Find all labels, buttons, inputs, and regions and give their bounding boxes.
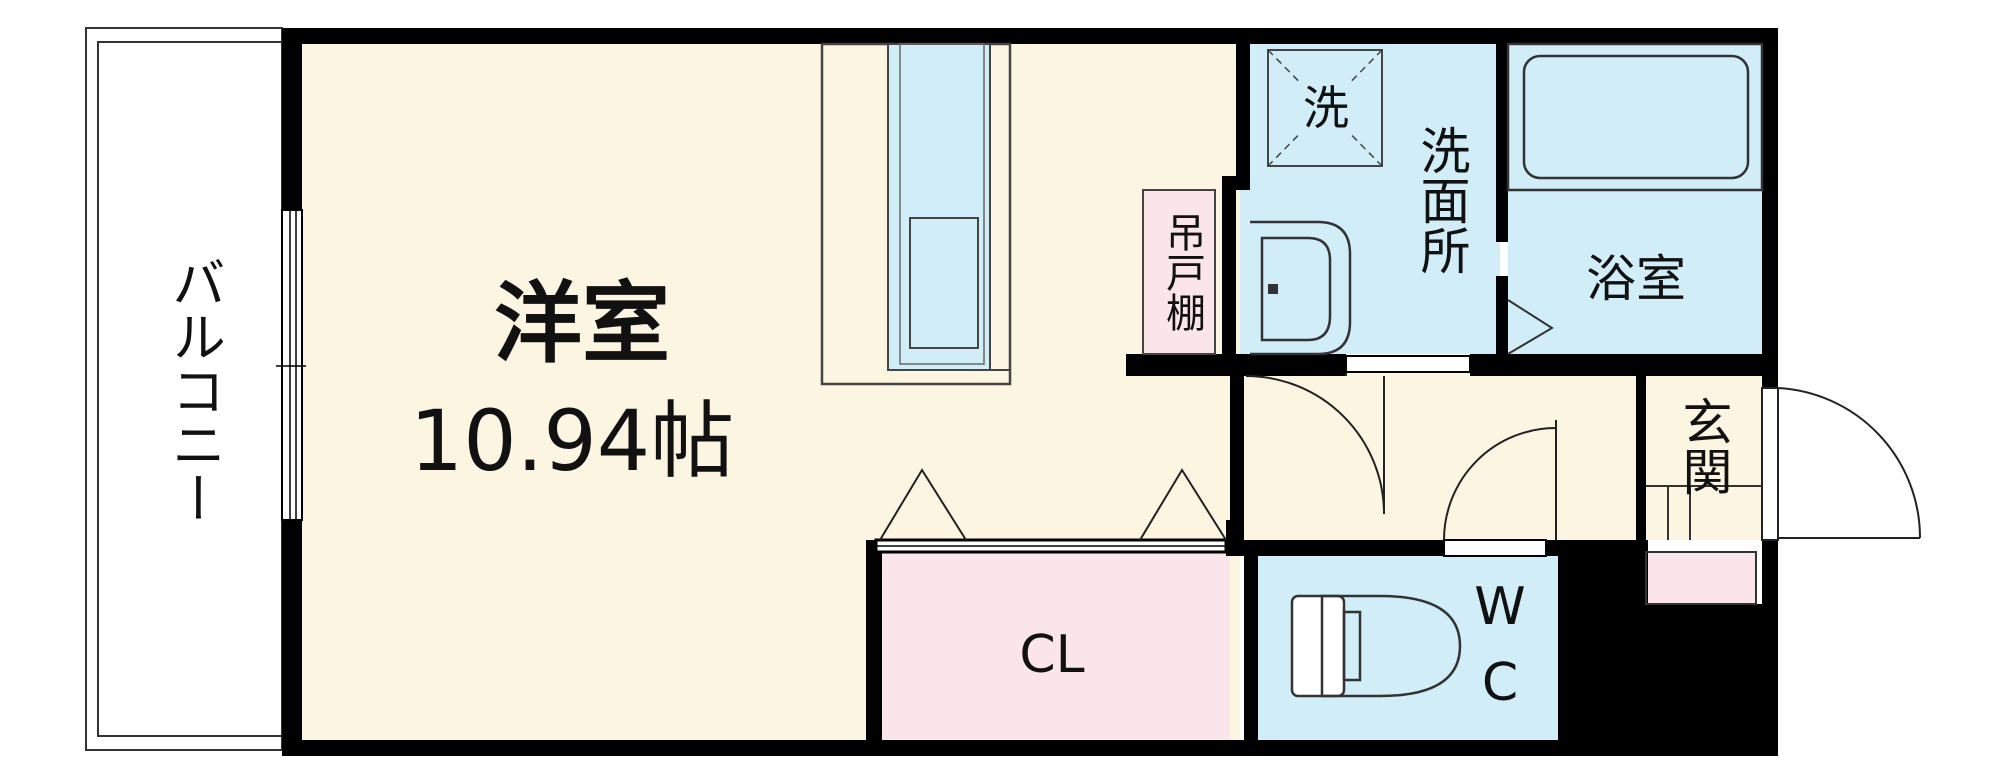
washroom-floor [1240,42,1500,354]
outer-walls [282,28,1778,756]
interior-walls [866,28,1778,756]
wash-basin-icon [1250,220,1352,356]
toilet-door-icon [1443,420,1557,541]
toilet-label-w: W [1474,577,1525,637]
entrance-door-icon [1761,387,1922,541]
bathroom-floor [1508,42,1762,354]
window-icon [276,209,306,521]
washroom-label: 洗面所 [1413,125,1471,275]
balcony-label: バルコニー [162,255,225,525]
hanging-cupboard-floor [1143,190,1215,354]
hall-floor [1240,370,1640,540]
hanging-cupboard-label: 吊戸棚 [1159,212,1205,332]
entrance-label: 玄関 [1675,396,1733,496]
washer-mark-label: 洗 [1303,81,1349,135]
kitchen-counter-icon [820,42,1012,386]
toilet-icon [1290,594,1462,698]
closet-label: CL [1019,625,1084,685]
western-room-name: 洋室 [494,272,670,375]
toilet-label-c: C [1482,653,1518,713]
shoe-cabinet-floor [1646,552,1756,604]
balcony-area [85,27,283,751]
closet-door-icon [879,468,1227,541]
washing-machine-pan-icon [1267,49,1383,167]
western-room-size: 10.94帖 [410,392,734,490]
closet-floor [880,552,1230,742]
entrance-step [1645,485,1762,605]
bathroom-door-icon [1507,299,1554,355]
entrance-floor [1640,370,1762,540]
bathroom-label: 浴室 [1586,250,1686,308]
